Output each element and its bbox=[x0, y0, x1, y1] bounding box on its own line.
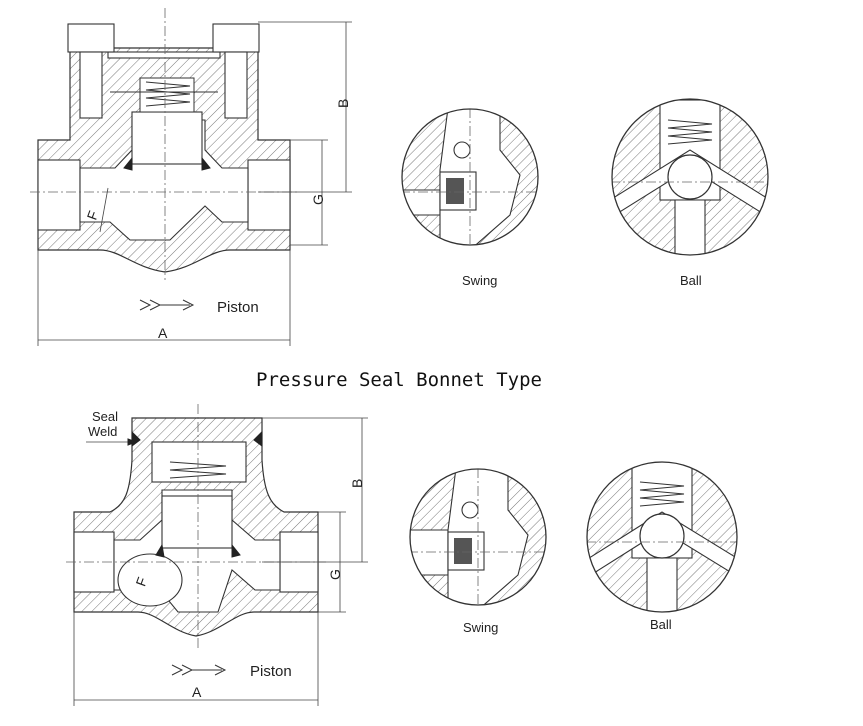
seal-label: Seal bbox=[92, 409, 118, 424]
bottom-swing-label: Swing bbox=[463, 620, 498, 635]
top-left-bolt-head bbox=[67, 23, 115, 53]
top-swing-label: Swing bbox=[462, 273, 497, 288]
top-right-bolt bbox=[224, 51, 248, 119]
bottom-dim-g: G bbox=[327, 569, 343, 580]
top-left-bolt bbox=[79, 51, 103, 119]
top-left-end-bore bbox=[37, 159, 81, 231]
top-flow-label: Piston bbox=[217, 299, 259, 316]
bottom-spring bbox=[169, 461, 227, 479]
bottom-dim-a: A bbox=[192, 684, 202, 700]
bottom-piston bbox=[161, 495, 233, 549]
bottom-weld-right bbox=[253, 430, 263, 447]
top-dim-f-line bbox=[99, 187, 109, 233]
top-swing-circle bbox=[401, 108, 539, 246]
weld-label: Weld bbox=[88, 424, 117, 439]
top-spring-housing bbox=[139, 77, 195, 113]
top-ball-circle bbox=[611, 98, 769, 256]
top-seat-left bbox=[123, 156, 133, 171]
top-ball-detail: Ball bbox=[611, 98, 769, 288]
bottom-ball-label: Ball bbox=[650, 617, 672, 632]
top-flow-arrow-icon bbox=[139, 299, 195, 311]
top-spring bbox=[145, 81, 191, 107]
bottom-valve-section: Seal Weld F B G A Piston bbox=[66, 404, 368, 706]
bottom-dim-b: B bbox=[349, 479, 365, 488]
bottom-flow-arrow-icon bbox=[171, 664, 227, 676]
bottom-flow-label: Piston bbox=[250, 663, 292, 680]
section-title: Pressure Seal Bonnet Type bbox=[256, 369, 542, 391]
top-piston bbox=[131, 111, 203, 165]
top-dim-b: B bbox=[335, 99, 351, 108]
top-seat-right bbox=[201, 156, 211, 171]
top-dim-a: A bbox=[158, 325, 168, 341]
top-ball-label: Ball bbox=[680, 273, 702, 288]
bottom-ball-port bbox=[117, 553, 183, 607]
bottom-swing-detail: Swing bbox=[409, 468, 547, 635]
bottom-swing-circle bbox=[409, 468, 547, 606]
top-right-end-bore bbox=[247, 159, 291, 231]
top-bonnet-gasket bbox=[107, 51, 221, 59]
bottom-ball-circle bbox=[586, 461, 738, 613]
bottom-bonnet-cavity bbox=[151, 441, 247, 483]
top-swing-detail: Swing bbox=[401, 108, 539, 288]
top-dim-g: G bbox=[310, 194, 326, 205]
top-valve-section: F B G A Piston bbox=[30, 8, 352, 346]
bottom-ball-detail: Ball bbox=[586, 461, 738, 632]
top-right-bolt-head bbox=[212, 23, 260, 53]
